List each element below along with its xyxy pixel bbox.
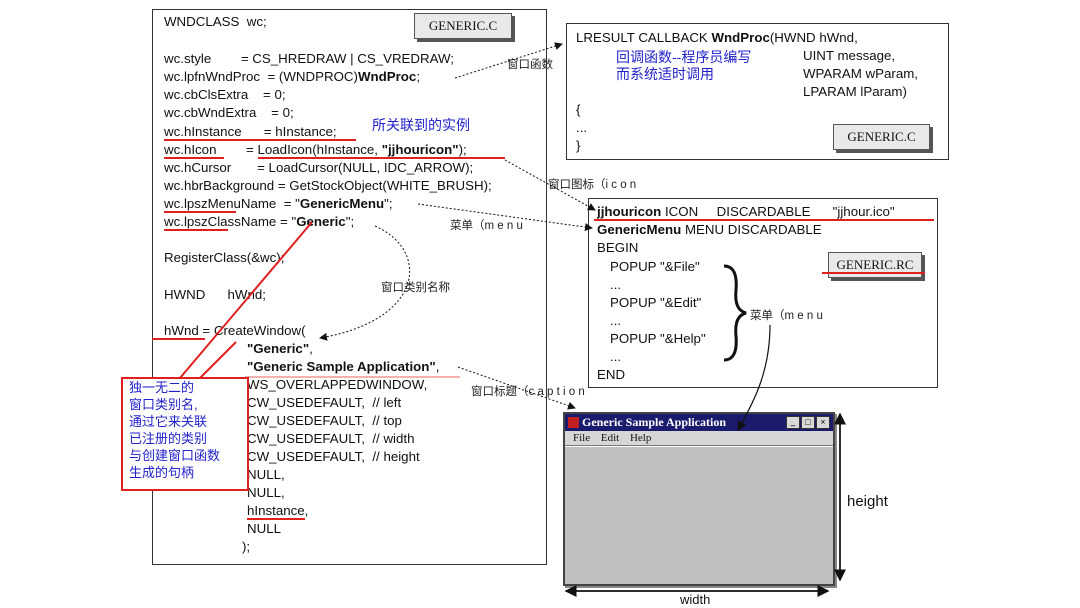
classname-label: 窗口类别名称 (381, 282, 450, 294)
code-line: wc.hbrBackground = GetStockObject(WHITE_… (164, 178, 492, 193)
ellipsis: ... (610, 313, 622, 328)
code-line: NULL, (247, 467, 285, 482)
code-line: wc.cbWndExtra = 0; (164, 105, 294, 120)
code-line: wc.cbClsExtra = 0; (164, 87, 286, 102)
note-line: 通过它来关联 (129, 414, 208, 429)
ellipsis: ... (610, 349, 622, 364)
sample-app-window: Generic Sample Application _ □ × File Ed… (563, 412, 835, 586)
code-line: "Generic Sample Application", (247, 359, 440, 374)
code-line: CW_USEDEFAULT, // height (247, 449, 420, 464)
caption-label: 窗口标题（c a p t i o n (471, 386, 585, 398)
callback-note: 而系统适时调用 (616, 66, 714, 82)
unique-classname-note (121, 377, 249, 491)
wndproc-param: LPARAM lParam) (803, 84, 907, 99)
app-menubar: File Edit Help (565, 431, 833, 446)
rc-menu-line: GenericMenu MENU DISCARDABLE (597, 222, 822, 237)
app-icon (568, 417, 579, 428)
code-line: wc.hInstance = hInstance; (164, 124, 337, 139)
menu-file[interactable]: File (573, 432, 591, 444)
brace-close: } (576, 138, 581, 153)
wndproc-signature: LRESULT CALLBACK WndProc(HWND hWnd, (576, 30, 858, 45)
code-line: "Generic", (247, 341, 313, 356)
wndproc-param: UINT message, (803, 48, 896, 63)
code-line: CW_USEDEFAULT, // left (247, 395, 402, 410)
wndproc-label: 窗口函数 (507, 59, 553, 71)
generic-c-tag-2: GENERIC.C (833, 124, 930, 150)
note-line: 已注册的类别 (129, 431, 208, 446)
close-button[interactable]: × (816, 416, 830, 429)
height-label: height (847, 493, 888, 510)
resource-panel (588, 198, 938, 388)
code-line: hInstance, (247, 503, 309, 518)
code-line: WS_OVERLAPPEDWINDOW, (247, 377, 428, 392)
minimize-button[interactable]: _ (786, 416, 800, 429)
code-line: wc.lpszClassName = "Generic"; (164, 214, 355, 229)
generic-c-tag: GENERIC.C (414, 13, 512, 39)
menu-help[interactable]: Help (629, 432, 652, 444)
code-line: wc.hIcon = LoadIcon(hInstance, "jjhouric… (164, 142, 467, 157)
ellipsis: ... (610, 277, 622, 292)
rc-icon-line: jjhouricon ICON DISCARDABLE "jjhour.ico" (597, 204, 895, 219)
menu-edit[interactable]: Edit (600, 432, 620, 444)
code-line: WNDCLASS wc; (164, 14, 267, 29)
rc-end: END (597, 367, 626, 382)
code-line: hWnd = CreateWindow( (164, 323, 306, 338)
ellipsis: ... (576, 120, 588, 135)
code-line: wc.lpszMenuName = "GenericMenu"; (164, 196, 393, 211)
wndproc-param: WPARAM wParam, (803, 66, 919, 81)
code-line: wc.hCursor = LoadCursor(NULL, IDC_ARROW)… (164, 160, 474, 175)
note-line: 窗口类别名, (129, 397, 198, 412)
app-client-area (565, 447, 833, 584)
callback-note: 回调函数--程序员编写 (616, 49, 752, 65)
rc-popup: POPUP "&File" (610, 259, 700, 274)
note-line: 独一无二的 (129, 380, 195, 395)
app-title: Generic Sample Application (582, 415, 726, 429)
rc-popup: POPUP "&Help" (610, 331, 706, 346)
rc-popup: POPUP "&Edit" (610, 295, 702, 310)
code-line: wc.style = CS_HREDRAW | CS_VREDRAW; (164, 51, 455, 66)
code-line: NULL, (247, 485, 285, 500)
code-line: ); (242, 539, 251, 554)
icon-label: 窗口图标（i c o n (548, 179, 637, 191)
menu-label-2: 菜单（m e n u (750, 310, 823, 322)
maximize-button[interactable]: □ (801, 416, 815, 429)
note-line: 生成的句柄 (129, 465, 195, 480)
app-titlebar: Generic Sample Application _ □ × (565, 414, 833, 431)
code-line: CW_USEDEFAULT, // width (247, 431, 415, 446)
code-line: HWND hWnd; (164, 287, 266, 302)
code-line: RegisterClass(&wc); (164, 250, 285, 265)
rc-begin: BEGIN (597, 240, 639, 255)
note-line: 与创建窗口函数 (129, 448, 221, 463)
brace-open: { (576, 102, 581, 117)
menu-label: 菜单（m e n u (450, 220, 523, 232)
code-line: wc.lpfnWndProc = (WNDPROC)WndProc; (164, 69, 421, 84)
instance-label: 所关联到的实例 (372, 117, 470, 133)
code-line: NULL (247, 521, 281, 536)
code-line: CW_USEDEFAULT, // top (247, 413, 402, 428)
